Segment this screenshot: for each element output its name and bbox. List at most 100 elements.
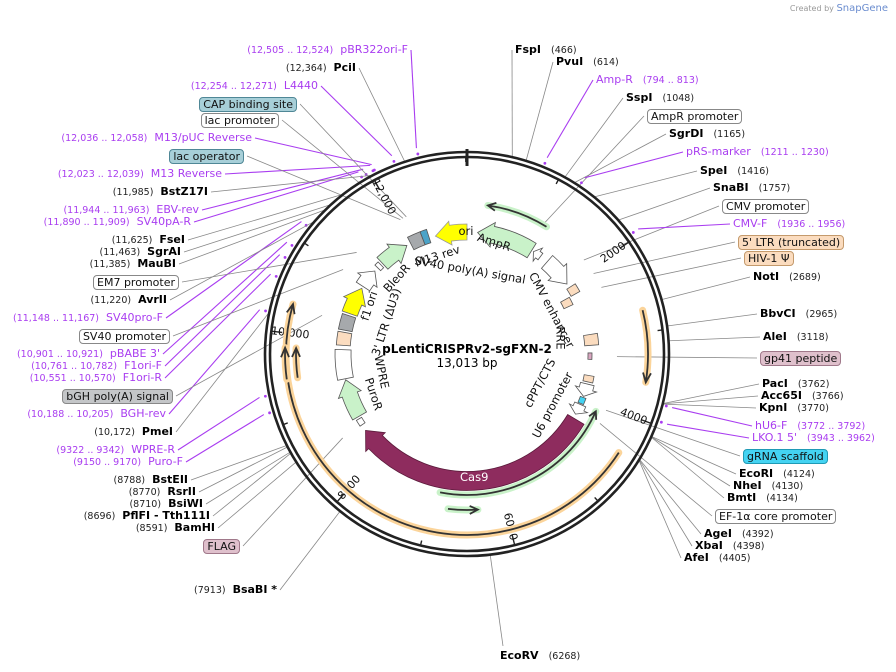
- primer-binding-mark: [659, 420, 663, 424]
- box-name: EM7 promoter: [93, 275, 179, 290]
- enzyme-label-pcii[interactable]: (12,364)PciI: [280, 61, 356, 75]
- tick-mark: [272, 330, 283, 334]
- box-name: EF-1α core promoter: [715, 509, 837, 524]
- primer-name: pRS-marker: [686, 145, 751, 158]
- enzyme-label-avrii[interactable]: (11,220)AvrII: [84, 293, 167, 307]
- enzyme-label-sspi[interactable]: SspI(1048): [626, 91, 700, 105]
- feature-leader-line: [667, 313, 758, 327]
- primer-label-l4440[interactable]: (12,254 .. 12,271)L4440: [185, 79, 318, 93]
- enzyme-label-agei[interactable]: AgeI(4392): [704, 527, 780, 541]
- primer-label-ebv-rev[interactable]: (11,944 .. 11,963)EBV-rev: [57, 203, 199, 217]
- enzyme-label-kpni[interactable]: KpnI(3770): [759, 401, 835, 415]
- enzyme-label-maubi[interactable]: (11,385)MauBI: [84, 257, 176, 271]
- primer-binding-mark: [264, 309, 267, 313]
- primer-label-pbabe-3[interactable]: (10,901 .. 10,921)pBABE 3': [11, 347, 160, 361]
- credit-text: Created by: [789, 4, 834, 13]
- enzyme-label-noti[interactable]: NotI(2689): [753, 270, 827, 284]
- enzyme-label-snabi[interactable]: SnaBI(1757): [713, 181, 796, 195]
- enzyme-label-bstz17i[interactable]: (11,985)BstZ17I: [107, 185, 208, 199]
- enzyme-label-acc65i[interactable]: Acc65I(3766): [761, 389, 850, 403]
- feature-label-ori[interactable]: ori: [458, 224, 474, 238]
- orange-arrow-right-arrowhead: [642, 372, 652, 385]
- primer-name: F1ori-R: [122, 371, 162, 384]
- enzyme-label-fsei[interactable]: (11,625)FseI: [106, 233, 185, 247]
- primer-label-hu6-f[interactable]: hU6-F(3772 .. 3792): [755, 419, 871, 433]
- primer-label-bgh-rev[interactable]: (10,188 .. 10,205)BGH-rev: [21, 407, 166, 421]
- enzyme-label-xbai[interactable]: XbaI(4398): [695, 539, 770, 553]
- primer-label-amp-r[interactable]: Amp-R(794 .. 813): [596, 73, 705, 87]
- enzyme-label-bsabi[interactable]: (7913)BsaBI *: [188, 583, 277, 597]
- primer-label-f1ori-f[interactable]: (10,761 .. 10,782)F1ori-F: [25, 359, 162, 373]
- feature-label-cas9[interactable]: Cas9: [460, 470, 489, 484]
- primer-name: SV40pro-F: [106, 311, 163, 324]
- box-label-cmv-promoter[interactable]: CMV promoter: [722, 199, 810, 214]
- enzyme-position: (8696): [83, 511, 116, 522]
- enzyme-label-ecorv[interactable]: EcoRV(6268): [500, 649, 586, 663]
- box-label-grna-scaffold[interactable]: gRNA scaffold: [743, 449, 828, 464]
- enzyme-label-pmei[interactable]: (10,172)PmeI: [88, 425, 173, 439]
- plasmid-length: 13,013 bp: [436, 356, 498, 370]
- primer-label-lko-1-5[interactable]: LKO.1 5'(3943 .. 3962): [752, 431, 881, 445]
- enzyme-label-pflfi-tth111i[interactable]: (8696)PflFI - Tth111I: [78, 509, 210, 523]
- primer-label-sv40pro-f[interactable]: (11,148 .. 11,167)SV40pro-F: [7, 311, 163, 325]
- primer-position: (9322 .. 9342): [56, 445, 125, 456]
- enzyme-label-fspi[interactable]: FspI(466): [515, 43, 583, 57]
- enzyme-label-afei[interactable]: AfeI(4405): [684, 551, 756, 565]
- enzyme-label-pvui[interactable]: PvuI(614): [556, 55, 625, 69]
- orange-arrow-big-arrowhead: [286, 301, 296, 315]
- box-label-ampr-promoter[interactable]: AmpR promoter: [647, 109, 743, 124]
- primer-label-cmv-f[interactable]: CMV-F(1936 .. 1956): [733, 217, 851, 231]
- box-label-flag[interactable]: FLAG: [203, 539, 240, 554]
- primer-label-m13-puc-reverse[interactable]: (12,036 .. 12,058)M13/pUC Reverse: [55, 131, 252, 145]
- cas9-feature: [365, 413, 585, 491]
- box-name: 5' LTR (truncated): [738, 235, 845, 250]
- enzyme-label-spei[interactable]: SpeI(1416): [700, 164, 775, 178]
- feature-label-rre[interactable]: RRE: [553, 326, 568, 350]
- primer-position: (3943 .. 3962): [806, 433, 875, 444]
- enzyme-label-sgrdi[interactable]: SgrDI(1165): [669, 127, 751, 141]
- enzyme-label-bsiwi[interactable]: (8710)BsiWI: [123, 497, 203, 511]
- enzyme-label-paci[interactable]: PacI(3762): [762, 377, 835, 391]
- primer-label-f1ori-r[interactable]: (10,551 .. 10,570)F1ori-R: [24, 371, 162, 385]
- enzyme-label-rsrii[interactable]: (8770)RsrII: [123, 485, 196, 499]
- primer-position: (12,254 .. 12,271): [190, 81, 277, 92]
- primer-position: (794 .. 813): [642, 75, 699, 86]
- box-label-cap-binding-site[interactable]: CAP binding site: [199, 97, 297, 112]
- primer-label-puro-f[interactable]: (9150 .. 9170)Puro-F: [67, 455, 183, 469]
- f1-ori-feature: [341, 287, 366, 317]
- tick-label: 2000: [598, 239, 628, 266]
- enzyme-label-sgrai[interactable]: (11,463)SgrAI: [94, 245, 181, 259]
- enzyme-position: (4405): [718, 553, 751, 564]
- box-label-lac-promoter[interactable]: lac promoter: [200, 113, 279, 128]
- box-label-lac-operator[interactable]: lac operator: [169, 149, 244, 164]
- primer-label-pbr322ori-f[interactable]: (12,505 .. 12,524)pBR322ori-F: [241, 43, 408, 57]
- box-label-5-ltr-truncated[interactable]: 5' LTR (truncated): [738, 235, 845, 250]
- primer-label-wpre-r[interactable]: (9322 .. 9342)WPRE-R: [50, 443, 175, 457]
- primer-name: M13 Reverse: [150, 167, 222, 180]
- tick-mark: [304, 242, 309, 247]
- enzyme-position: (8788): [113, 475, 146, 486]
- feature-leader-line: [619, 187, 711, 221]
- primer-label-sv40pa-r[interactable]: (11,890 .. 11,909)SV40pA-R: [38, 215, 191, 229]
- enzyme-label-nhei[interactable]: NheI(4130): [733, 479, 809, 493]
- box-label-em7-promoter[interactable]: EM7 promoter: [93, 275, 179, 290]
- feature-leader-line: [639, 460, 693, 547]
- feature-leader-line: [639, 459, 702, 535]
- enzyme-label-bbvci[interactable]: BbvCI(2965): [760, 307, 843, 321]
- box-label-bgh-poly-a-signal[interactable]: bGH poly(A) signal: [62, 389, 173, 404]
- enzyme-label-bsteii[interactable]: (8788)BstEII: [108, 473, 188, 487]
- enzyme-label-ecori[interactable]: EcoRI(4124): [739, 467, 821, 481]
- primer-label-prs-marker[interactable]: pRS-marker(1211 .. 1230): [686, 145, 835, 159]
- enzyme-name: PmeI: [141, 425, 173, 438]
- box-label-gp41-peptide[interactable]: gp41 peptide: [760, 351, 842, 366]
- primer-label-m13-reverse[interactable]: (12,023 .. 12,039)M13 Reverse: [52, 167, 222, 181]
- enzyme-label-bmti[interactable]: BmtI(4134): [727, 491, 804, 505]
- enzyme-label-bamhi[interactable]: (8591)BamHI: [130, 521, 215, 535]
- enzyme-label-alei[interactable]: AleI(3118): [763, 330, 834, 344]
- enzyme-name: BstZ17I: [160, 185, 208, 198]
- box-label-sv40-promoter[interactable]: SV40 promoter: [78, 329, 170, 344]
- enzyme-position: (1757): [758, 183, 791, 194]
- primer-leader-line: [672, 407, 753, 427]
- box-label-ef-1-core-promoter[interactable]: EF-1α core promoter: [715, 509, 837, 524]
- box-label-hiv-1[interactable]: HIV-1 Ψ: [744, 251, 794, 266]
